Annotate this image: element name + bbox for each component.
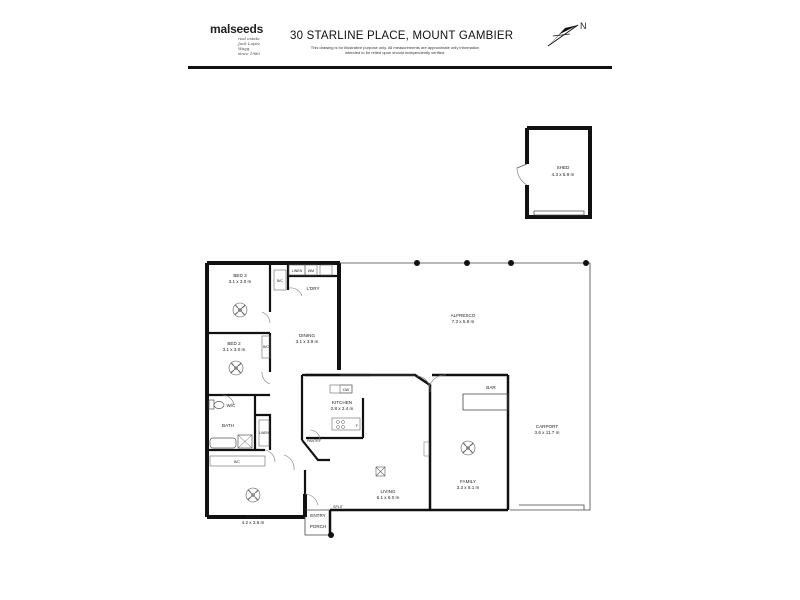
bed1-name: BED 1 [246,514,260,519]
shed-name: SHED [557,165,570,170]
bathtub [209,437,237,449]
wm-label: WM [308,269,314,273]
shed-outline [516,126,592,219]
dining-dims: 3.1 x 3.9 m [296,339,319,344]
dining-name: DINING [299,333,316,338]
dw-label: DW [343,388,350,392]
skylight-icon [375,466,386,477]
living-name: LIVING [380,489,395,494]
linen-bath-label: LINEN [259,431,269,435]
bath-name: BATH [222,423,234,428]
alfresco-posts [328,260,589,538]
shower-marker [237,434,253,449]
ceiling-fan-icon [460,440,476,456]
kitchen-dims: 2.8 x 2.4 m [331,406,354,411]
living-dims: 6.1 x 6.0 m [377,495,400,500]
outline-thin-lines [304,262,591,536]
robe-bed2 [261,335,271,359]
main-body-walls [305,373,510,535]
wc-name: W/C [227,403,237,408]
robe-bed1 [209,455,266,467]
alfresco-name: ALFRESCO [451,313,476,318]
laundry-trough [319,264,333,276]
header-divider [188,66,612,69]
bed2-bic-label: B/C [263,345,269,349]
compass-icon [547,24,579,47]
linen-top-label: LINEN [292,269,303,273]
agency-logo: malseeds real estate Jack Lopez Wagg sin… [210,22,270,56]
kitchen-name: KITCHEN [332,400,352,405]
split-label: SPLIT [333,505,344,509]
compass-label: N [580,21,587,31]
disclaimer-text: This drawing is for illustrative purpose… [310,45,480,55]
logo-name: malseeds [210,22,264,36]
ceiling-fan-icon [228,360,244,376]
kitchen-island [331,417,361,431]
porch-name: PORCH [310,524,327,529]
bar-name: BAR [486,385,496,390]
linen-cupboard-bath [258,419,270,447]
alfresco-dims: 7.3 x 5.9 m [452,319,475,324]
entry-name: ENTRY [310,513,326,518]
laundry-name: L'DRY [306,286,319,291]
shower [237,434,253,449]
carport-name: CARPORT [536,424,559,429]
family-name: FAMILY [460,479,476,484]
logo-since: since 1980 [238,51,260,56]
fridge-label: F [356,424,358,428]
robe-bed3 [273,269,287,291]
ceiling-fan-icon [232,302,248,318]
bed1-bic-label: B/C [234,460,240,464]
washing-machine [304,264,318,276]
bed2-dims: 3.1 x 3.0 m [223,347,246,352]
shed-dims: 4.3 x 5.9 m [552,172,575,177]
bed3-dims: 3.1 x 3.0 m [229,279,252,284]
bed1-dims: 4.2 x 3.6 m [242,520,265,525]
toilet-icon [208,399,225,410]
pantry-name: PANTRY [307,439,322,443]
cooktop-icon [336,420,345,429]
bed3-name: BED 3 [233,273,247,278]
house-exterior-walls [205,261,341,519]
logo-tagline: real estate [238,36,260,41]
carport-dims: 3.6 x 11.7 m [535,430,560,435]
dishwasher [339,384,353,394]
logo-signature: Jack Lopez Wagg [238,41,261,51]
bed2-name: BED 2 [227,341,241,346]
house-interior-walls [207,263,370,494]
page-title: 30 STARLINE PLACE, MOUNT GAMBIER [290,30,514,42]
bed3-bic-label: B/C [277,279,283,283]
heater-unit [423,441,430,457]
door-swings [221,287,447,506]
ceiling-fan-icon [245,487,261,503]
family-dims: 3.3 x 6.1 m [457,485,480,490]
